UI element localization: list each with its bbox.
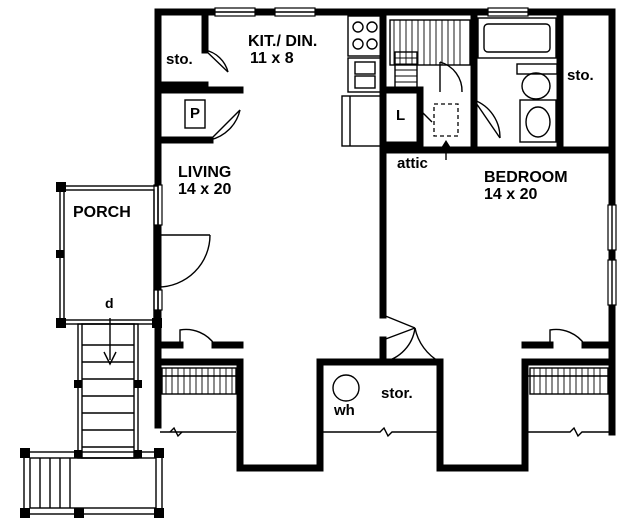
room-size: 14 x 20 [178, 180, 232, 198]
lower-deck [20, 448, 164, 518]
room-name: KIT./ DIN. [248, 33, 318, 50]
room-name: BEDROOM [484, 169, 568, 186]
label-storage-top-right: sto. [567, 67, 594, 84]
label-attic: attic [397, 155, 428, 172]
room-label-kitchen-dining: KIT./ DIN. 11 x 8 [248, 33, 318, 68]
doors [157, 49, 586, 363]
room-name: LIVING [178, 164, 232, 181]
kitchen-fixtures [184, 15, 382, 147]
interior-walls [156, 10, 616, 366]
label-storage-top-left: sto. [166, 51, 193, 68]
label-stair-down: d [105, 295, 114, 311]
label-water-heater: wh [334, 402, 355, 419]
porch-stairs [74, 318, 142, 459]
bathroom-fixtures [477, 17, 558, 143]
room-name: PORCH [73, 204, 131, 221]
room-size: 14 x 20 [484, 185, 538, 203]
room-label-bedroom: BEDROOM 14 x 20 [484, 169, 568, 204]
break-lines [160, 426, 610, 438]
porch [56, 182, 162, 328]
label-linen: L [396, 107, 406, 124]
water-heater [332, 374, 360, 402]
attic-hatch [433, 103, 459, 160]
closet-shelves [160, 19, 610, 395]
room-label-living: LIVING 14 x 20 [178, 164, 232, 199]
room-label-porch: PORCH [73, 204, 131, 222]
label-pantry: P [190, 105, 201, 122]
room-size: 11 x 8 [250, 49, 294, 67]
label-storage-bottom: stor. [381, 385, 413, 402]
